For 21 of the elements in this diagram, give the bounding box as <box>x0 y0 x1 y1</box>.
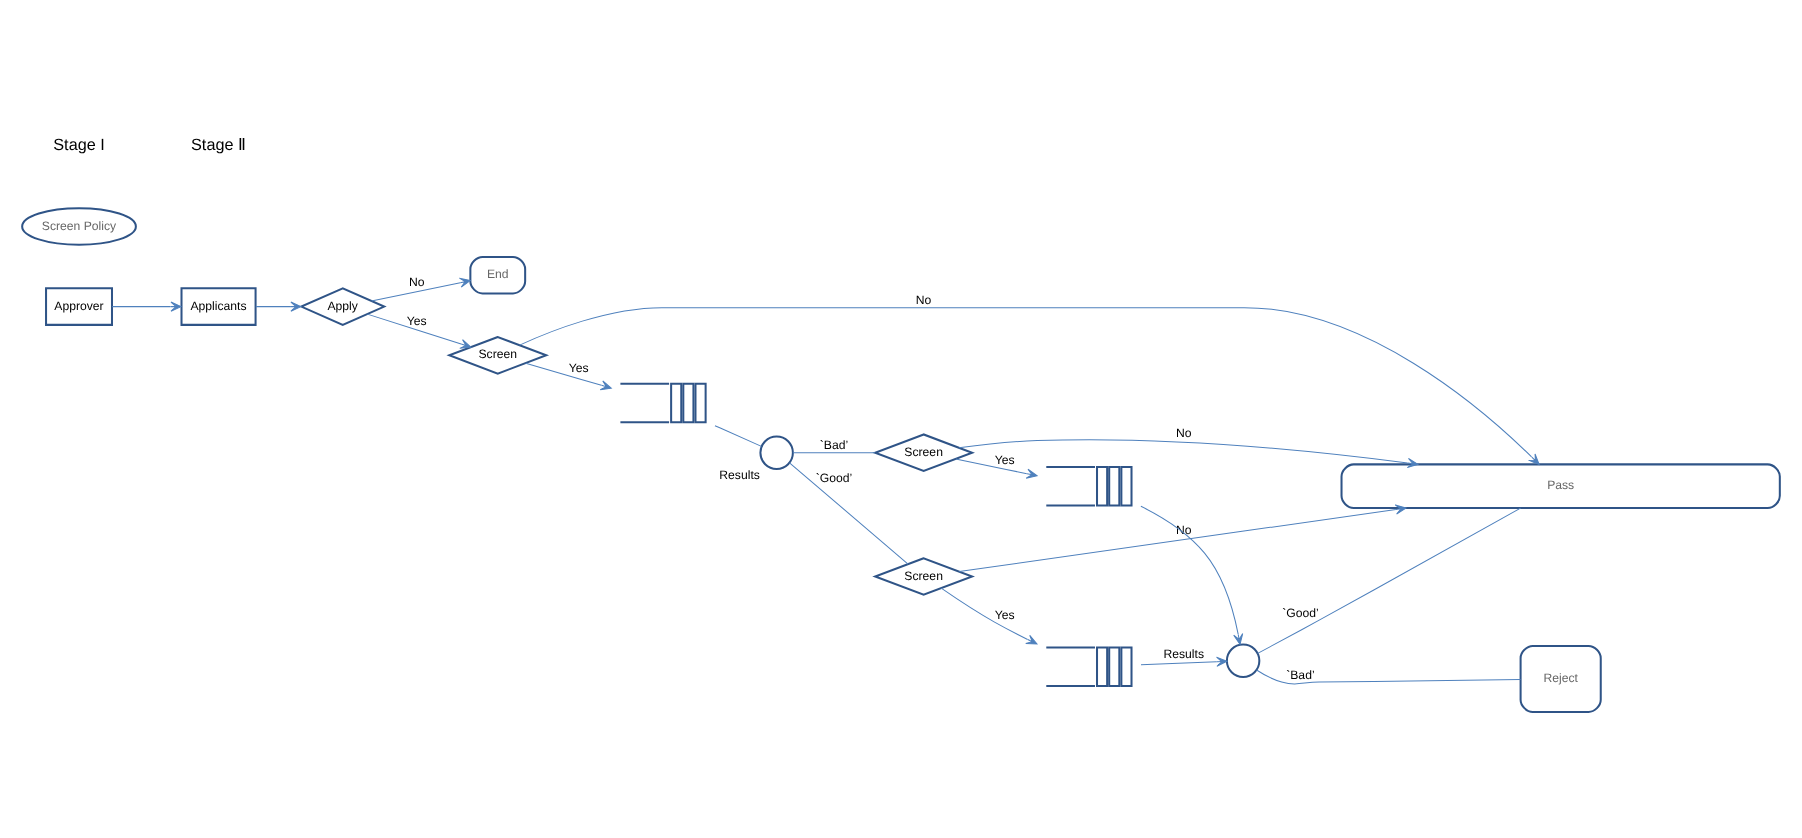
connector <box>714 424 762 446</box>
arrow <box>366 312 472 348</box>
arrow <box>525 361 612 390</box>
arrow <box>519 306 1540 464</box>
connector <box>789 461 909 564</box>
arrow <box>958 503 1407 572</box>
connector <box>792 451 876 453</box>
label: Stage Ⅱ <box>191 135 246 154</box>
arrow <box>1140 504 1244 644</box>
arrow <box>1140 655 1228 666</box>
label: Stage I <box>53 135 105 154</box>
node-circle <box>1225 642 1261 677</box>
arrow <box>370 276 471 301</box>
arrow <box>955 457 1038 478</box>
arrow <box>255 300 302 311</box>
connector <box>1257 506 1522 653</box>
connector <box>1256 668 1521 684</box>
arrow <box>940 586 1038 644</box>
node-circle <box>759 434 794 469</box>
arrow <box>958 438 1419 468</box>
arrow <box>111 300 182 311</box>
